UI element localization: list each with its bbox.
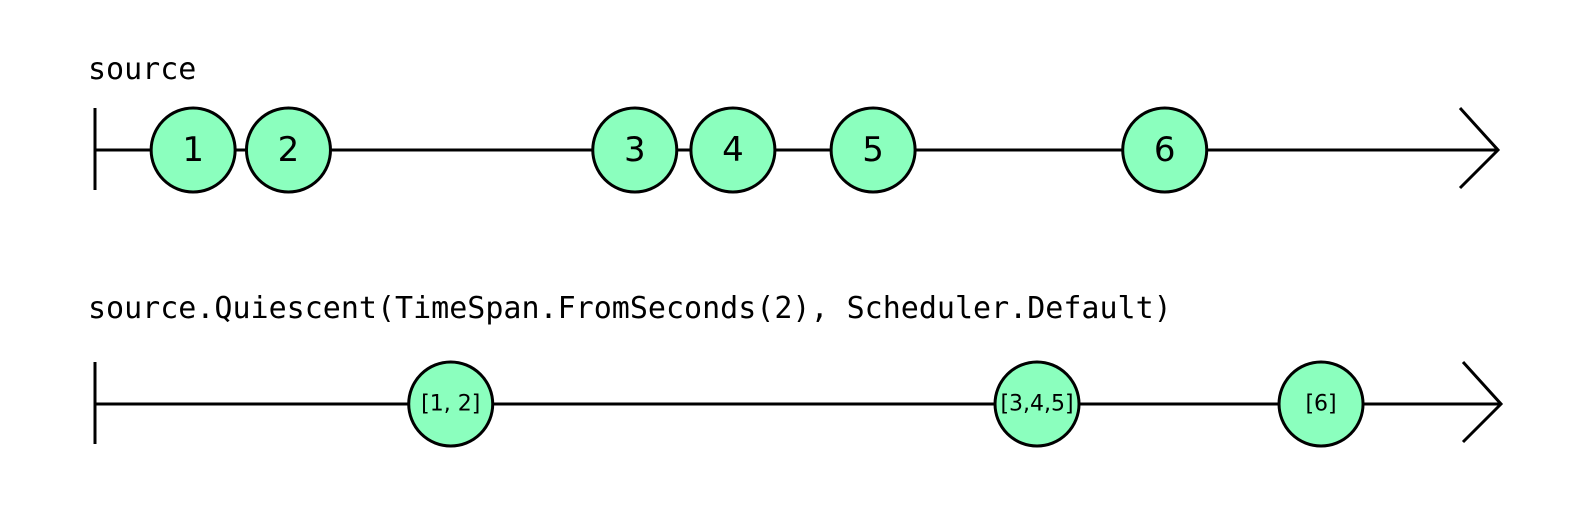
marble: [3,4,5] [993, 360, 1081, 448]
marble-circle [1277, 360, 1365, 448]
marble-label: 5 [862, 130, 884, 170]
marble: 2 [244, 106, 332, 194]
timeline-source: source 1 2 3 4 5 6 [88, 52, 1501, 194]
marble-label: 3 [624, 130, 646, 170]
marble-label: [6] [1305, 392, 1336, 417]
marble: 6 [1121, 106, 1209, 194]
marble: 3 [591, 106, 679, 194]
marble: 5 [829, 106, 917, 194]
marble-label: [3,4,5] [1000, 392, 1073, 417]
marble-circle [993, 360, 1081, 448]
marble-circle [591, 106, 679, 194]
marble: 4 [689, 106, 777, 194]
marble-circle [689, 106, 777, 194]
marbles-quiescent: [1, 2] [3,4,5] [6] [407, 360, 1365, 448]
marble: 1 [149, 106, 237, 194]
marbles-source: 1 2 3 4 5 6 [149, 106, 1209, 194]
marble-circle [1121, 106, 1209, 194]
marble-circle [244, 106, 332, 194]
marble: [6] [1277, 360, 1365, 448]
timeline-quiescent: source.Quiescent(TimeSpan.FromSeconds(2)… [88, 291, 1504, 448]
marble-circle [407, 360, 495, 448]
marble-label: [1, 2] [421, 392, 480, 417]
marble-label: 4 [722, 130, 744, 170]
marble-circle [149, 106, 237, 194]
marble-label: 2 [278, 130, 300, 170]
timeline-label-source: source [88, 52, 196, 87]
marble-circle [829, 106, 917, 194]
timeline-arrowhead [1458, 106, 1501, 190]
marble-label: 6 [1154, 130, 1176, 170]
marble-label: 1 [182, 130, 204, 170]
timeline-arrowhead [1461, 360, 1504, 444]
timeline-label-quiescent: source.Quiescent(TimeSpan.FromSeconds(2)… [88, 291, 1172, 326]
marble: [1, 2] [407, 360, 495, 448]
